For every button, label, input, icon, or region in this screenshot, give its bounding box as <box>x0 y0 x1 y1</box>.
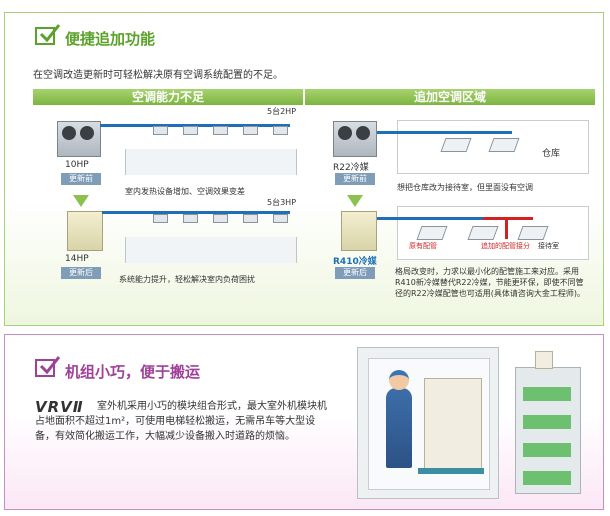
outdoor-unit-on-cart <box>424 378 482 470</box>
building-illustration <box>507 347 587 497</box>
pipe-line <box>377 217 507 220</box>
indoor-unit-icon <box>273 126 288 135</box>
hand-cart <box>418 468 484 474</box>
reception-label: 接待室 <box>538 242 559 250</box>
warehouse-label: 仓库 <box>542 149 561 159</box>
outdoor-unit-icon <box>57 121 101 157</box>
arrow-down-icon <box>73 195 89 207</box>
added-pipe-line <box>483 217 533 220</box>
section2-title: 机组小巧，便于搬运 <box>65 363 201 381</box>
outdoor-unit-icon <box>333 121 377 157</box>
cassette-unit-icon <box>440 138 472 152</box>
top-caption: 室内发热设备增加、空调效果变差 <box>125 187 245 196</box>
indoor-unit-icon <box>213 214 228 223</box>
elevator-illustration <box>357 347 499 499</box>
indoor-unit-icon <box>273 214 288 223</box>
indoor-unit-icon <box>183 214 198 223</box>
outdoor-unit-icon <box>67 211 103 251</box>
vrv-logo: VRVⅡ <box>35 398 84 416</box>
office-scene <box>125 237 297 263</box>
cassette-unit-icon <box>416 226 448 240</box>
added-pipe-line <box>505 217 508 239</box>
indoor-unit-icon <box>153 126 168 135</box>
indoor-unit-icon <box>243 214 258 223</box>
arrow-down-icon <box>347 195 363 207</box>
top-count: 5台2HP <box>267 107 297 116</box>
cassette-unit-icon <box>488 138 520 152</box>
pipe-line <box>102 211 290 214</box>
indoor-unit-icon <box>183 126 198 135</box>
right-top-caption: 想把仓库改为接待室，但里面没有空调 <box>397 183 533 192</box>
section2-text: 室外机采用小巧的模块组合形式，最大室外机模块机占地面积不超过1m²，可使用电梯轻… <box>35 401 327 442</box>
pipe-line <box>377 131 512 134</box>
top-model: 10HP <box>65 160 89 170</box>
right-top-model: R22冷媒 <box>333 163 369 173</box>
bottom-count: 5台3HP <box>267 198 297 207</box>
pipe-line <box>100 124 290 127</box>
bottom-caption: 系统能力提升，轻松解决室内负荷困扰 <box>119 275 255 284</box>
bottom-model: 14HP <box>65 254 89 264</box>
cassette-unit-icon <box>517 226 549 240</box>
worker-figure <box>386 388 412 468</box>
checkbox-icon <box>35 356 60 377</box>
after-tag: 更新后 <box>61 267 101 279</box>
section1-intro: 在空调改造更新时可轻松解决原有空调系统配置的不足。 <box>33 70 283 81</box>
right-before-tag: 更新前 <box>335 173 375 185</box>
orig-pipe-label: 原有配管 <box>409 242 437 250</box>
right-bottom-text: 格局改变时，力求以最小化的配管施工来对应。采用R410新冷媒替代R22冷媒，节能… <box>395 267 585 298</box>
office-scene <box>125 149 297 175</box>
cassette-unit-icon <box>467 226 499 240</box>
worker-head <box>389 370 409 390</box>
compact-unit-panel: 机组小巧，便于搬运 VRVⅡ 室外机采用小巧的模块组合形式，最大室外机模块机占地… <box>4 334 604 510</box>
convenient-add-panel: 便捷追加功能 在空调改造更新时可轻松解决原有空调系统配置的不足。 空调能力不足 … <box>4 12 604 326</box>
indoor-unit-icon <box>213 126 228 135</box>
right-bottom-model: R410冷媒 <box>333 257 377 267</box>
checkbox-icon <box>35 24 60 45</box>
new-pipe-label: 追加的配管接分 <box>481 242 530 250</box>
right-after-tag: 更新后 <box>335 267 375 279</box>
outdoor-unit-icon <box>341 211 377 251</box>
left-header: 空调能力不足 <box>33 89 303 105</box>
indoor-unit-icon <box>153 214 168 223</box>
before-tag: 更新前 <box>61 173 101 185</box>
indoor-unit-icon <box>243 126 258 135</box>
section1-title: 便捷追加功能 <box>65 30 156 48</box>
right-header: 追加空调区域 <box>305 89 595 105</box>
